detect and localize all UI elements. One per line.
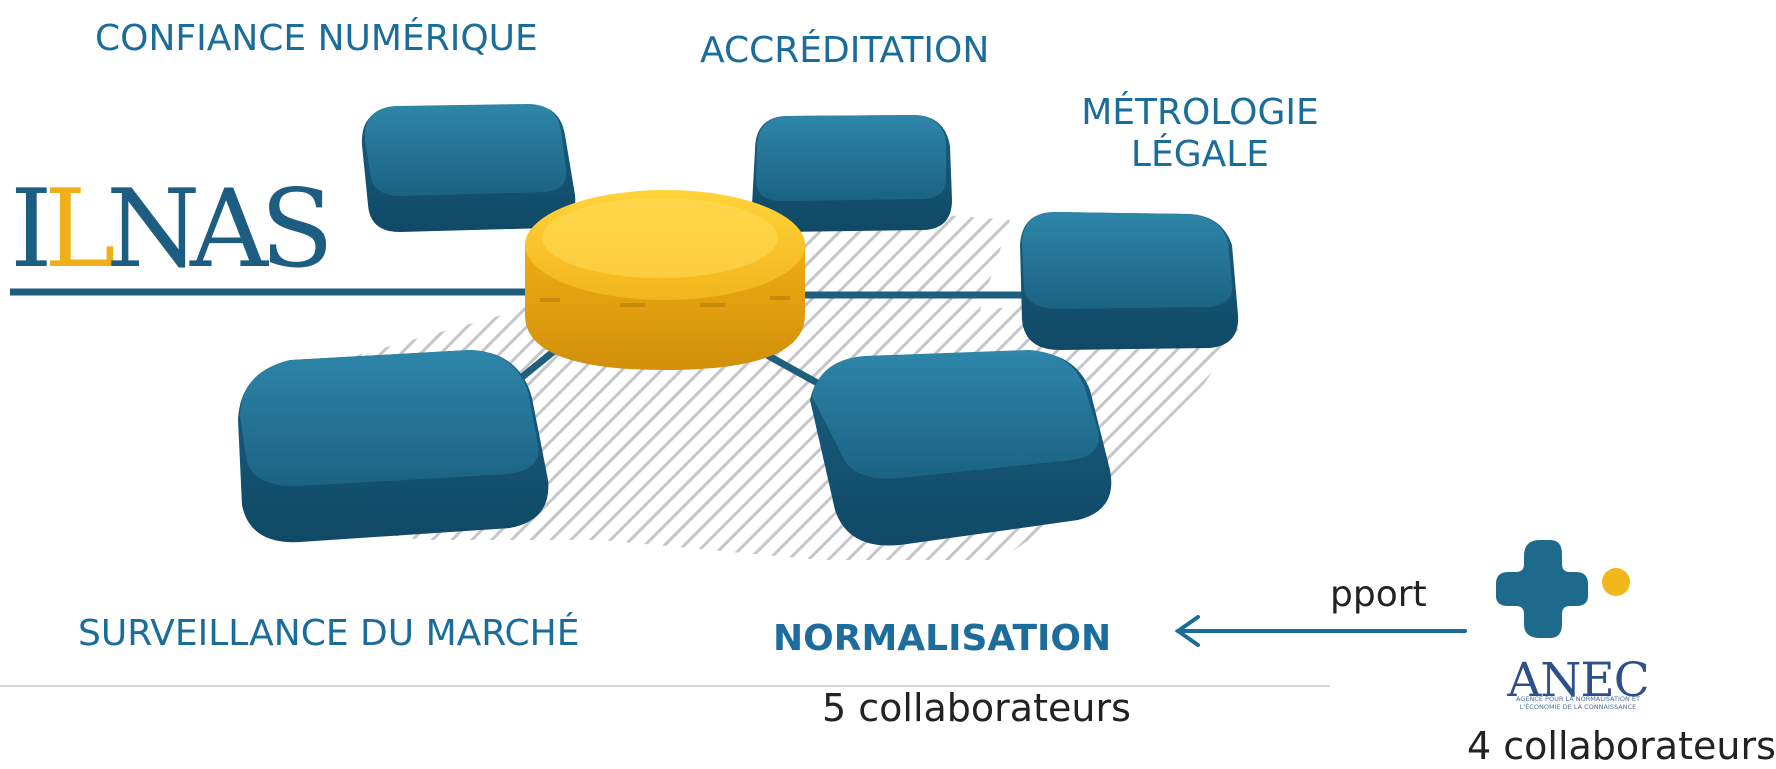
horizontal-divider	[0, 685, 1330, 687]
normalisation-staff-count: 5 collaborateurs	[822, 686, 1131, 730]
svg-text:N: N	[106, 167, 201, 292]
anec-subtitle-line2: L'ÉCONOMIE DE LA CONNAISSANCE	[1519, 703, 1637, 711]
label-accreditation: ACCRÉDITATION	[700, 30, 990, 71]
anec-logo: ANEC AGENCE POUR LA NORMALISATION ET L'É…	[1488, 533, 1668, 717]
module-accreditation	[752, 115, 952, 232]
label-metrologie-legale: MÉTROLOGIE LÉGALE	[1060, 92, 1340, 177]
support-label: pport	[1330, 574, 1427, 615]
module-surveillance-du-marche	[238, 350, 549, 543]
module-metrologie-legale	[1020, 212, 1239, 350]
ilnas-logo: I L N A S	[10, 167, 334, 292]
support-arrow	[1174, 615, 1467, 647]
label-metrologie-line2: LÉGALE	[1130, 134, 1270, 176]
anec-logo-mark	[1496, 540, 1630, 638]
label-normalisation: NORMALISATION	[773, 618, 1112, 659]
svg-text:A: A	[189, 167, 270, 292]
svg-text:L: L	[44, 167, 116, 292]
svg-text:I: I	[10, 167, 53, 292]
svg-text:S: S	[260, 167, 334, 292]
anec-staff-count: 4 collaborateurs	[1467, 724, 1776, 768]
anec-name: ANEC	[1507, 653, 1649, 708]
label-surveillance-du-marche: SURVEILLANCE DU MARCHÉ	[78, 613, 580, 654]
label-metrologie-line1: MÉTROLOGIE	[1081, 92, 1319, 133]
central-hub	[525, 190, 805, 370]
module-normalisation	[810, 350, 1112, 546]
label-confiance-numerique: CONFIANCE NUMÉRIQUE	[95, 18, 538, 59]
module-confiance-numerique	[361, 104, 576, 232]
anec-subtitle-line1: AGENCE POUR LA NORMALISATION ET	[1516, 695, 1640, 703]
anec-subtitle: AGENCE POUR LA NORMALISATION ET L'ÉCONOM…	[1488, 695, 1668, 711]
